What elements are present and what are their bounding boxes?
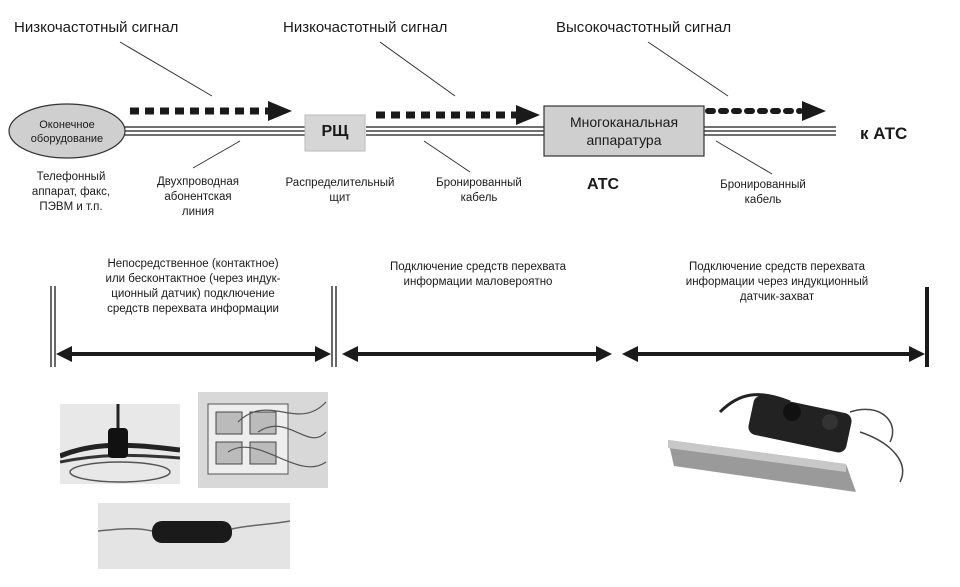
zone2-description: Подключение средств перехвата информации… [389, 261, 566, 288]
subscriber-line [124, 126, 306, 136]
armored-cable-label-1: Бронированный кабель [436, 177, 522, 204]
low-freq-signal-label-1: Низкочастотный сигнал [14, 19, 179, 36]
inductive-sensor-photo [98, 503, 290, 569]
to-ats-label: к АТС [860, 124, 908, 143]
contact-clip-photo [60, 404, 180, 484]
signal-leader-3 [647, 41, 729, 97]
label-leader-two-wire [192, 140, 241, 169]
armored-cable-label-2: Бронированный кабель [720, 179, 806, 206]
signal-leader-1 [119, 41, 213, 97]
armored-cable-2 [704, 126, 836, 136]
multichannel-equipment-label: Многоканальная аппаратура [569, 114, 679, 148]
high-freq-signal-label: Высокочастотный сигнал [556, 19, 732, 36]
terminal-equipment-node [8, 103, 126, 159]
signal-arrow-1 [130, 101, 292, 121]
zone-boundary-middle [331, 286, 337, 367]
sensor-capture-device-photo [660, 382, 920, 494]
zone-arrow-2 [342, 346, 612, 362]
label-leader-armored-2 [715, 140, 773, 175]
multichannel-equipment-node [543, 105, 705, 157]
wiring-block-photo [198, 392, 328, 488]
label-leader-armored-1 [423, 140, 471, 173]
low-freq-signal-label-2: Низкочастотный сигнал [283, 19, 448, 36]
armored-cable-1 [366, 126, 544, 136]
two-wire-line-label: Двухпроводная абонентская линия [157, 176, 239, 218]
signal-arrow-2 [376, 105, 540, 125]
signal-leader-2 [379, 41, 456, 97]
zone3-description: Подключение средств перехвата информации… [685, 261, 869, 303]
ats-label: АТС [587, 176, 620, 193]
terminal-equipment-label: Оконечное оборудование [30, 119, 104, 145]
zone-boundary-left [50, 286, 56, 367]
zone1-description: Непосредственное (контактное) или бескон… [105, 258, 281, 315]
signal-arrow-3 [705, 101, 826, 121]
distribution-panel-abbrev: РЩ [321, 123, 349, 140]
phone-equipment-label: Телефонный аппарат, факс, ПЭВМ и т.п. [31, 171, 111, 213]
distribution-panel-label: Распределительный щит [285, 177, 395, 204]
zone-arrow-3 [622, 346, 925, 362]
zone-arrow-1 [56, 346, 331, 362]
distribution-panel-node [304, 114, 366, 152]
